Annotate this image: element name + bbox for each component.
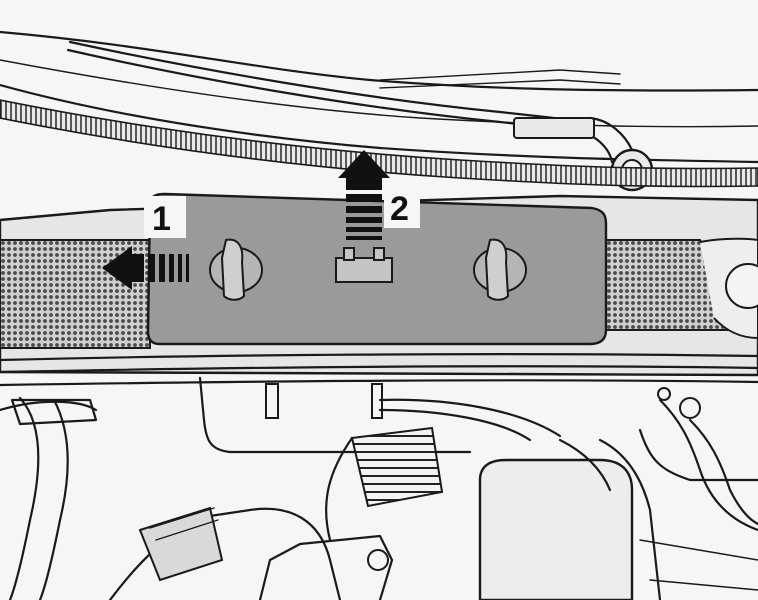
- left-fastener-icon: [209, 238, 263, 301]
- callout-1-bg: [144, 196, 186, 238]
- arrow-left-icon: [102, 246, 189, 290]
- right-fastener-icon: [473, 238, 527, 301]
- arrow-up-icon: [338, 150, 390, 240]
- center-latch-icon: [335, 247, 393, 283]
- reservoir-cap: [699, 237, 758, 340]
- callout-2-bg: [384, 186, 420, 228]
- callout-2-label: 2: [390, 190, 409, 228]
- engine-bay: [0, 376, 758, 600]
- callout-1-label: 1: [152, 200, 171, 238]
